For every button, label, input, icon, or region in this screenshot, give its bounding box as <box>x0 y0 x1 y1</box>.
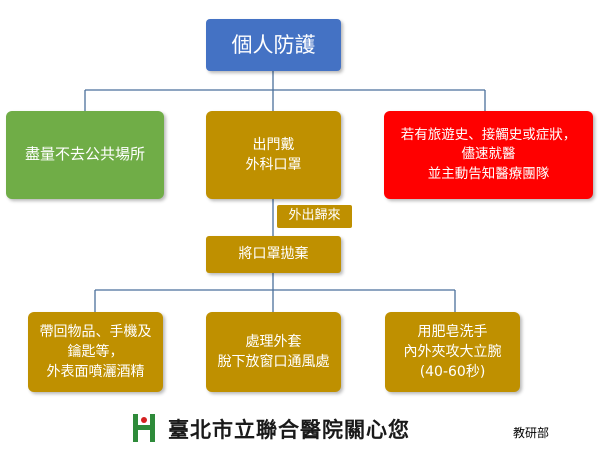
wear-mask-node: 出門戴 外科口罩 <box>206 111 341 199</box>
return-home-label: 外出歸來 <box>277 205 352 228</box>
discard-mask-node: 將口罩拋棄 <box>206 236 341 273</box>
footer-department: 教研部 <box>513 426 550 440</box>
disinfect-items-node: 帶回物品、手機及 鑰匙等， 外表面噴灑酒精 <box>28 312 163 392</box>
handle-coat-node: 處理外套 脫下放窗口通風處 <box>206 312 341 392</box>
root-node: 個人防護 <box>206 19 341 71</box>
avoid-public-places-node: 盡量不去公共場所 <box>6 111 164 199</box>
wash-hands-node: 用肥皂洗手 內外夾攻大立腕 (40-60秒) <box>385 312 520 392</box>
footer-title: 臺北市立聯合醫院關心您 <box>168 418 410 442</box>
hospital-logo-icon <box>133 414 155 442</box>
seek-medical-care-node: 若有旅遊史、接觸史或症狀， 儘速就醫 並主動告知醫療團隊 <box>384 111 593 199</box>
